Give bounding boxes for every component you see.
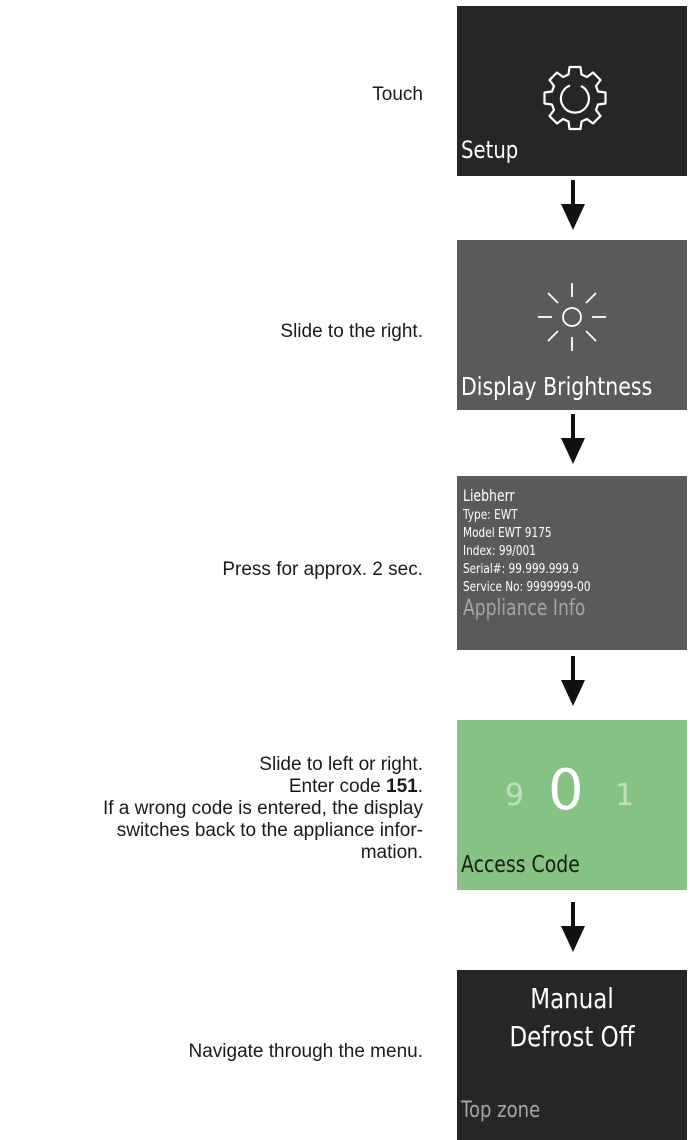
setup-tile[interactable]: Setup bbox=[457, 6, 687, 176]
setup-label: Setup bbox=[461, 136, 519, 164]
instruction-line: switches back to the appliance infor- bbox=[116, 820, 423, 841]
gear-icon bbox=[543, 65, 607, 131]
step-4-instruction: Slide to left or right. Enter code 151. … bbox=[103, 754, 423, 864]
manual-defrost-title: Manual Defrost Off bbox=[457, 980, 687, 1056]
step-5-instruction: Navigate through the menu. bbox=[188, 1041, 424, 1062]
code-digit-next[interactable]: 1 bbox=[615, 778, 635, 813]
title-line: Defrost Off bbox=[509, 1020, 635, 1053]
access-code-tile[interactable]: 9 0 1 Access Code bbox=[457, 720, 687, 890]
code-digit-prev[interactable]: 9 bbox=[505, 778, 525, 813]
info-type: Type: EWT bbox=[463, 507, 518, 523]
info-serial: Serial#: 99.999.999.9 bbox=[463, 561, 579, 577]
step-1-instruction: Touch bbox=[372, 84, 423, 105]
access-code-value: 151 bbox=[386, 776, 418, 797]
info-model: Model EWT 9175 bbox=[463, 525, 552, 541]
arrow-down-icon bbox=[561, 180, 585, 230]
code-digit-current[interactable]: 0 bbox=[548, 758, 584, 823]
info-index: Index: 99/001 bbox=[463, 543, 536, 559]
arrow-down-icon bbox=[561, 656, 585, 706]
info-service-no: Service No: 9999999-00 bbox=[463, 579, 591, 595]
step-3-instruction: Press for approx. 2 sec. bbox=[222, 559, 423, 580]
step-2-instruction: Slide to the right. bbox=[280, 321, 423, 342]
code-instruction: Enter code 151. bbox=[288, 776, 423, 797]
manual-defrost-tile[interactable]: Manual Defrost Off Top zone bbox=[457, 970, 687, 1140]
brand-name: Liebherr bbox=[463, 486, 515, 505]
instruction-line: Slide to left or right. bbox=[259, 754, 423, 775]
top-zone-label: Top zone bbox=[461, 1098, 541, 1123]
arrow-down-icon bbox=[561, 902, 585, 952]
display-brightness-tile[interactable]: Display Brightness bbox=[457, 240, 687, 410]
appliance-info-tile[interactable]: Liebherr Type: EWT Model EWT 9175 Index:… bbox=[457, 476, 687, 650]
appliance-info-label: Appliance Info bbox=[463, 596, 586, 621]
sun-icon bbox=[538, 283, 606, 351]
display-brightness-label: Display Brightness bbox=[461, 372, 653, 401]
instruction-line: If a wrong code is entered, the display bbox=[102, 798, 423, 819]
instruction-line: mation. bbox=[360, 842, 423, 863]
title-line: Manual bbox=[530, 982, 614, 1015]
access-code-label: Access Code bbox=[461, 852, 580, 878]
arrow-down-icon bbox=[561, 414, 585, 464]
